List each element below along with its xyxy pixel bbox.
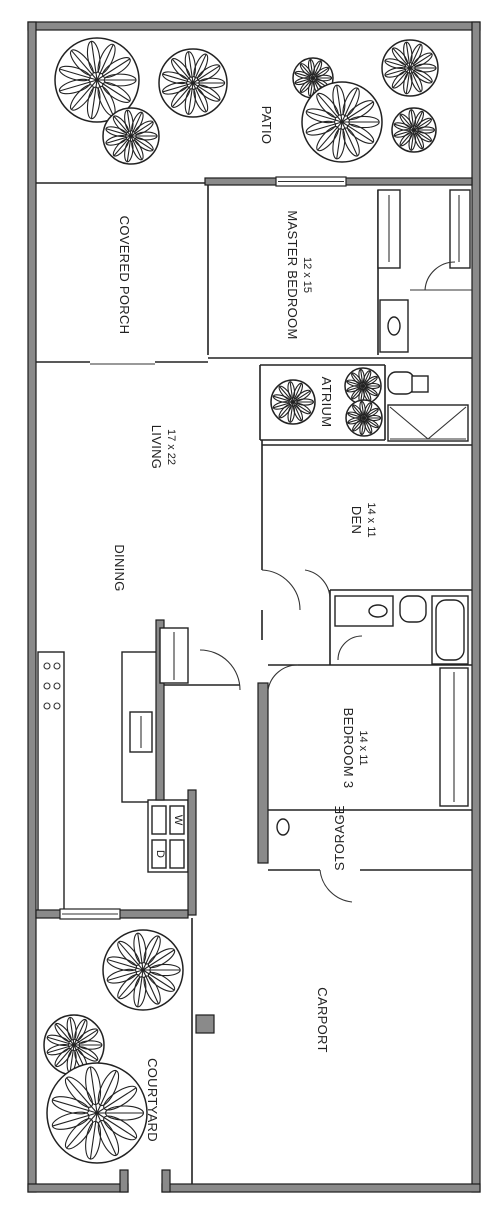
- covered-porch-label: COVERED PORCH: [117, 216, 132, 335]
- tree-icon: [345, 399, 383, 437]
- atrium-label: ATRIUM: [319, 377, 334, 428]
- master-bedroom-label: MASTER BEDROOM: [285, 210, 300, 339]
- tree-icon: [301, 81, 383, 163]
- courtyard-label: COURTYARD: [145, 1058, 160, 1142]
- tree-icon: [102, 929, 184, 1011]
- tree-icon: [46, 1062, 148, 1164]
- bedroom3-label: BEDROOM 3: [341, 708, 356, 789]
- storage-label: STORAGE: [332, 805, 347, 870]
- landscaping: [43, 37, 439, 1164]
- tree-icon: [391, 107, 437, 153]
- tree-icon: [270, 379, 316, 425]
- washer-label: W: [172, 815, 184, 826]
- bedroom3-size: 14 x 11: [357, 730, 369, 765]
- room-labels: PATIO COVERED PORCH MASTER BEDROOM 12 x …: [112, 106, 377, 1142]
- tree-icon: [158, 48, 228, 118]
- living-label: LIVING: [149, 425, 164, 469]
- dishwasher-label: D: [154, 850, 166, 858]
- patio-label: PATIO: [259, 106, 274, 145]
- carport-label: CARPORT: [315, 987, 330, 1052]
- tree-icon: [102, 107, 160, 165]
- tree-icon: [344, 367, 382, 405]
- interior-walls: [35, 176, 473, 1184]
- outer-walls: [27, 21, 481, 1193]
- living-size: 17 x 22: [165, 429, 177, 465]
- tree-icon: [381, 39, 439, 97]
- den-size: 14 x 11: [365, 502, 377, 537]
- master-bedroom-size: 12 x 15: [301, 257, 313, 293]
- den-label: DEN: [349, 506, 364, 534]
- dining-label: DINING: [112, 544, 127, 591]
- tree-icon: [54, 37, 140, 123]
